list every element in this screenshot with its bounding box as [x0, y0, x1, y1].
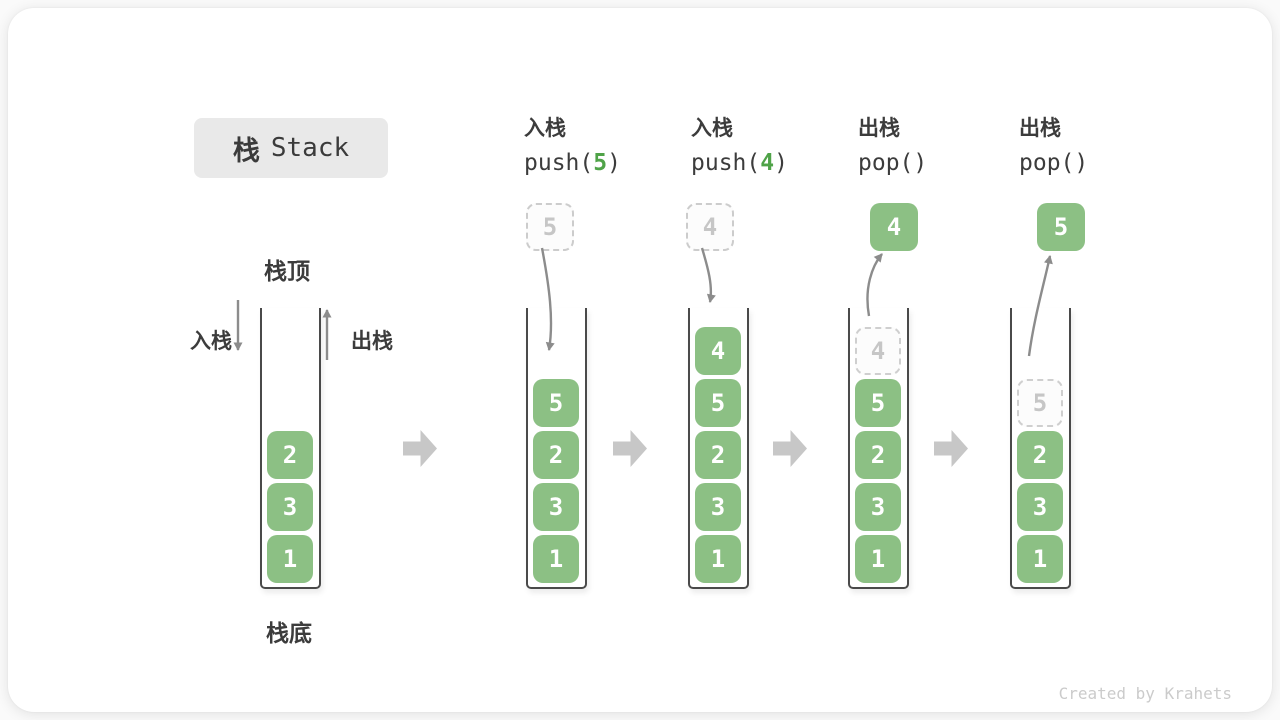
floating-value-popped-5: 5 [1037, 203, 1085, 251]
stack-top-label: 栈顶 [264, 259, 310, 285]
stack-element: 1 [855, 535, 901, 583]
stack-element: 3 [1017, 483, 1063, 531]
stack-element: 2 [855, 431, 901, 479]
stack-state-after-pop-1: 4 5 2 3 1 [848, 308, 909, 589]
stack-element: 5 [533, 379, 579, 427]
stack-state-after-pop-2: 5 2 3 1 [1010, 308, 1071, 589]
op-name: 入栈 [524, 116, 566, 140]
floating-value-popped-4: 4 [870, 203, 918, 251]
call-post: ) [913, 150, 928, 176]
stack-element: 2 [267, 431, 313, 479]
stack-state-initial: 2 3 1 [260, 308, 321, 589]
op-header-push-4: 入栈 push(4) [691, 116, 788, 176]
op-call: push(5) [524, 150, 621, 176]
op-name: 出栈 [858, 116, 900, 140]
floating-value-push-5: 5 [526, 203, 574, 251]
stack-element: 2 [533, 431, 579, 479]
op-name: 入栈 [691, 116, 733, 140]
push-in-label: 入栈 [190, 329, 232, 353]
op-call: push(4) [691, 150, 788, 176]
floating-value-push-4: 4 [686, 203, 734, 251]
call-pre: pop( [1019, 150, 1075, 176]
stack-element: 5 [855, 379, 901, 427]
stack-element: 5 [695, 379, 741, 427]
stack-element: 3 [695, 483, 741, 531]
op-header-pop-1: 出栈 pop() [858, 116, 927, 176]
op-call: pop() [1019, 150, 1088, 176]
stack-element-ghost: 5 [1017, 379, 1063, 427]
title-en: Stack [270, 133, 350, 163]
stack-element-ghost: 4 [855, 327, 901, 375]
stack-element: 1 [533, 535, 579, 583]
op-header-push-5: 入栈 push(5) [524, 116, 621, 176]
watermark-credit: Created by Krahets [1058, 684, 1232, 703]
op-call: pop() [858, 150, 927, 176]
stack-element: 1 [1017, 535, 1063, 583]
stack-element: 4 [695, 327, 741, 375]
title-badge: 栈 Stack [194, 118, 388, 178]
call-post: ) [607, 150, 621, 176]
stack-state-after-push-5: 5 2 3 1 [526, 308, 587, 589]
stack-element: 3 [855, 483, 901, 531]
call-pre: pop( [858, 150, 914, 176]
call-post: ) [774, 150, 788, 176]
call-arg: 4 [760, 150, 775, 176]
stack-bottom-label: 栈底 [266, 621, 312, 647]
stack-element: 2 [695, 431, 741, 479]
op-header-pop-2: 出栈 pop() [1019, 116, 1088, 176]
stack-element: 1 [695, 535, 741, 583]
call-pre: push( [691, 150, 761, 176]
call-pre: push( [524, 150, 594, 176]
stack-state-after-push-4: 4 5 2 3 1 [688, 308, 749, 589]
stack-element: 3 [533, 483, 579, 531]
stack-element: 2 [1017, 431, 1063, 479]
stack-element: 1 [267, 535, 313, 583]
pop-out-label: 出栈 [351, 329, 393, 353]
stack-element: 3 [267, 483, 313, 531]
call-post: ) [1074, 150, 1089, 176]
diagram-card: 栈 Stack 入栈 push(5) 入栈 push(4) 出栈 pop() 出… [8, 8, 1272, 712]
op-name: 出栈 [1019, 116, 1061, 140]
title-zh: 栈 [232, 135, 261, 167]
call-arg: 5 [593, 150, 608, 176]
